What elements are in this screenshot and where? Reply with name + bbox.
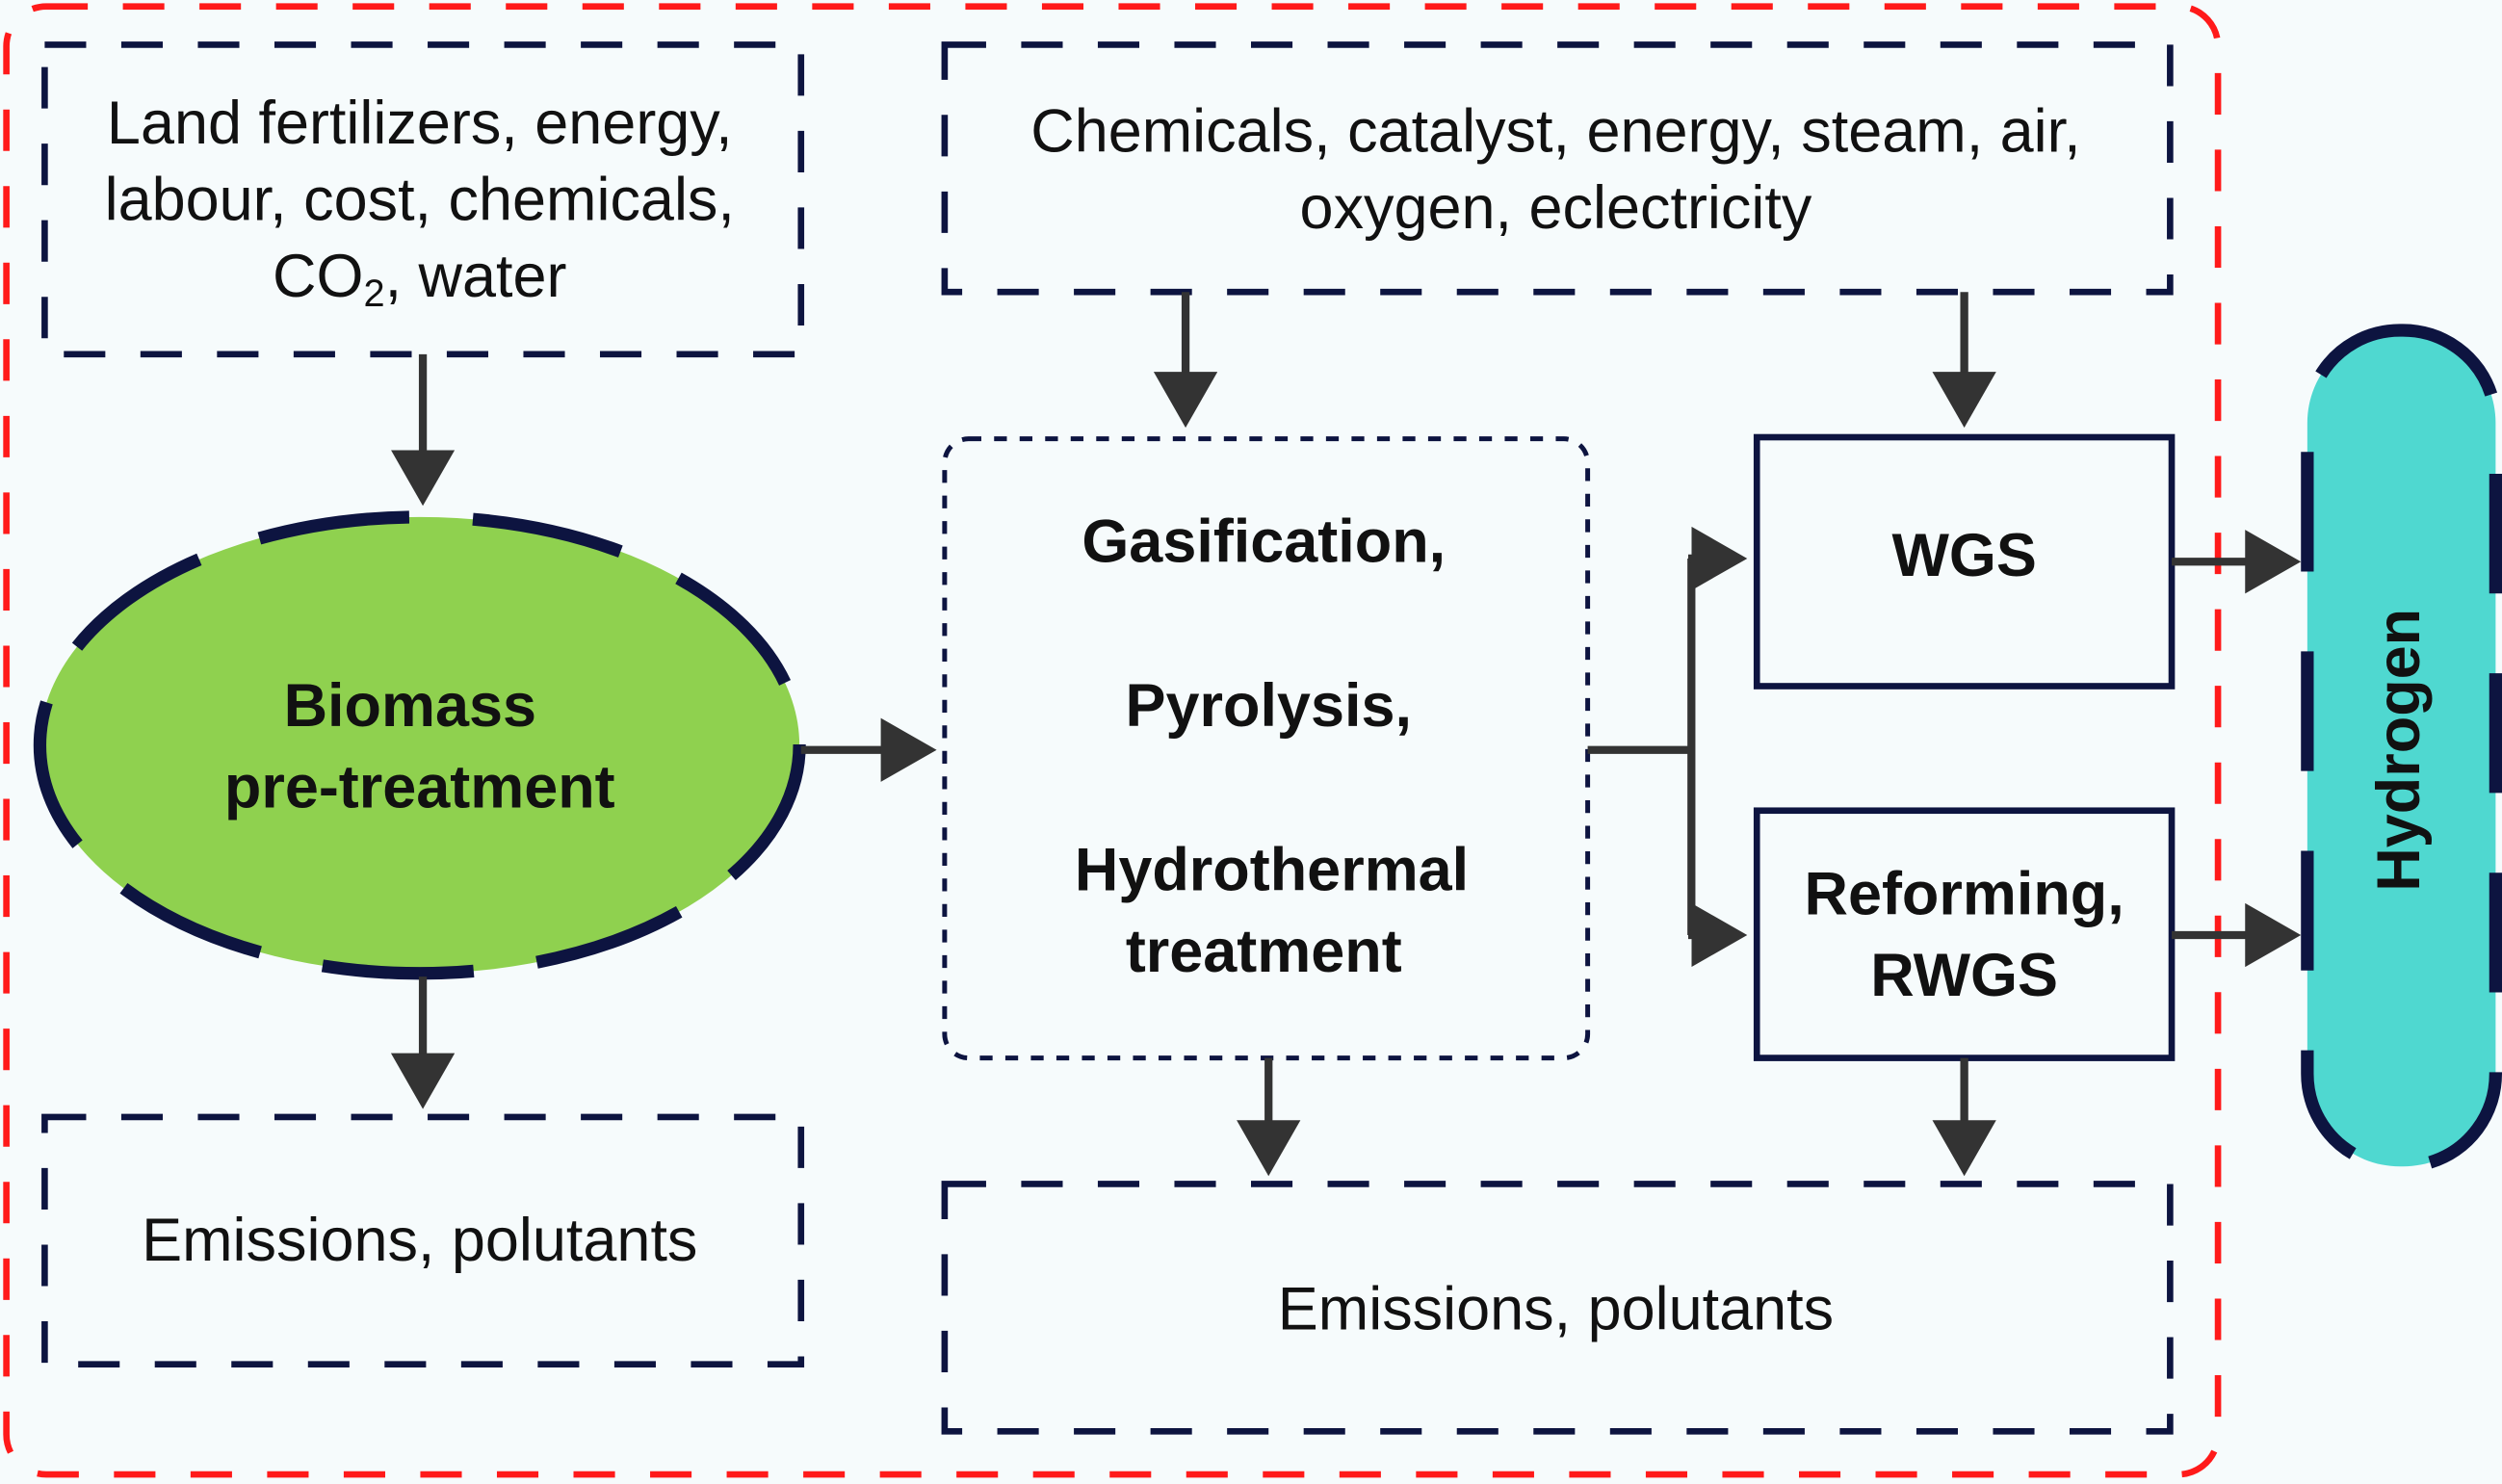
branch-connector xyxy=(1587,558,1696,935)
reforming-box: Reforming, RWGS xyxy=(1753,807,2176,1061)
inputs-left-line2: labour, cost, chemicals, xyxy=(105,167,735,234)
conversion-line2: Pyrolysis, xyxy=(1125,672,1411,740)
emissions-right-label: Emissions, polutants xyxy=(1278,1275,1834,1342)
reforming-line2: RWGS xyxy=(1870,942,2058,1009)
emissions-left-label: Emissions, polutants xyxy=(142,1207,697,1274)
conversion-process-box: Gasification, Pyrolysis, Hydrothermal tr… xyxy=(942,436,1591,1061)
conversion-line3: Hydrothermal xyxy=(1075,837,1469,904)
wgs-box: WGS xyxy=(1753,433,2176,690)
hydrogen-product-node: Hydrogen xyxy=(2301,324,2502,1173)
inputs-right-line2: oxygen, eclectricity xyxy=(1300,174,1812,242)
conversion-line1: Gasification, xyxy=(1082,508,1446,575)
conversion-line4: treatment xyxy=(1126,918,1402,985)
emissions-right-box: Emissions, polutants xyxy=(941,1181,2174,1435)
hydrogen-label: Hydrogen xyxy=(2365,609,2433,892)
inputs-left-line1: Land fertilizers, energy, xyxy=(107,90,733,157)
inputs-left-line3: CO2, water xyxy=(273,243,566,315)
system-boundary xyxy=(3,3,2222,1478)
inputs-right-box: Chemicals, catalyst, energy, steam, air,… xyxy=(941,41,2174,296)
wgs-label: WGS xyxy=(1891,522,2036,589)
co2-prefix: CO xyxy=(273,243,363,310)
co2-subscript: 2 xyxy=(363,273,384,315)
reforming-line1: Reforming, xyxy=(1805,860,2124,927)
pretreatment-line1: Biomass xyxy=(284,672,536,740)
pretreatment-line2: pre-treatment xyxy=(224,753,615,820)
co2-suffix: , water xyxy=(385,243,567,310)
biomass-pretreatment-node: Biomass pre-treatment xyxy=(33,510,806,980)
inputs-right-line1: Chemicals, catalyst, energy, steam, air, xyxy=(1030,97,2080,165)
emissions-left-box: Emissions, polutants xyxy=(41,1113,805,1368)
inputs-left-box: Land fertilizers, energy, labour, cost, … xyxy=(41,41,805,358)
